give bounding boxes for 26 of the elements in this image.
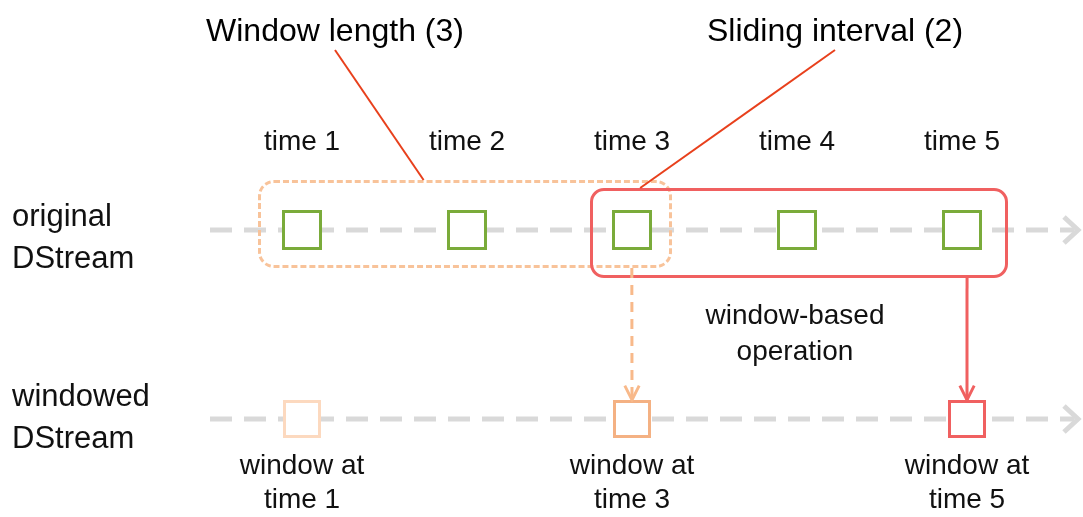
time-label: time 1 <box>262 125 342 157</box>
arrow <box>958 278 976 402</box>
data-square <box>282 210 322 250</box>
data-square <box>777 210 817 250</box>
operation-label: window-based operation <box>704 298 886 368</box>
data-square <box>942 210 982 250</box>
leader-line <box>639 49 836 189</box>
time-label: time 2 <box>427 125 507 157</box>
callout-text: Window length (3) <box>180 10 490 50</box>
time-label: time 3 <box>592 125 672 157</box>
row-label: windowed DStream <box>12 377 151 457</box>
data-square <box>447 210 487 250</box>
time-label: time 4 <box>757 125 837 157</box>
window-result-square <box>948 400 986 438</box>
leader-line <box>334 49 425 181</box>
callout-text: Sliding interval (2) <box>680 10 990 50</box>
window-result-square <box>283 400 321 438</box>
data-square <box>612 210 652 250</box>
row-label: original DStream <box>12 197 136 277</box>
window-outline <box>590 188 1008 278</box>
window-label: window at time 3 <box>568 448 696 516</box>
window-result-square <box>613 400 651 438</box>
window-label: window at time 1 <box>238 448 366 516</box>
arrow <box>623 268 641 402</box>
time-label: time 5 <box>922 125 1002 157</box>
window-label: window at time 5 <box>903 448 1031 516</box>
